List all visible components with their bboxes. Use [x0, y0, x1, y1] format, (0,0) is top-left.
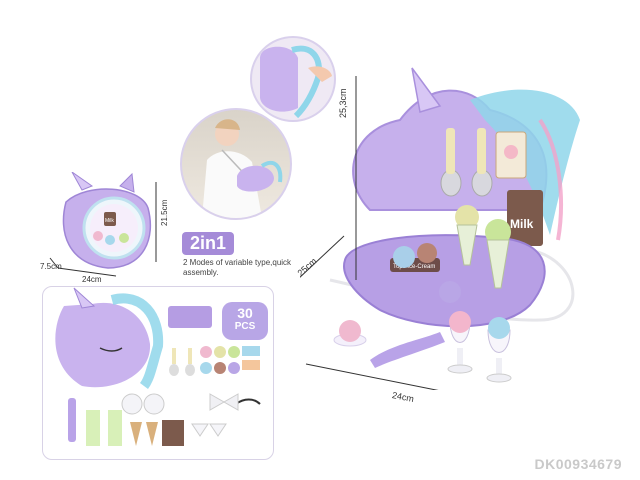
hand-holding-bag-photo: [250, 36, 336, 122]
width-dimension-main: 24cm: [391, 389, 415, 405]
two-in-one-badge: 2in1: [182, 232, 235, 255]
height-dimension-main: 25,3cm: [338, 88, 348, 118]
milk-box-label: Milk: [510, 217, 534, 231]
milk-box-label-small: Milk: [105, 218, 114, 224]
mini-unicorn-bag: [237, 165, 274, 192]
case-base: [343, 234, 546, 328]
closed-unicorn-case: Milk: [49, 172, 157, 277]
unicorn-horn: [411, 67, 442, 113]
width-dimension-small: 24cm: [82, 275, 102, 284]
modes-caption: 2 Modes of variable type,quick assembly.: [183, 258, 292, 277]
comb: [370, 332, 445, 368]
contents-illustration: [55, 287, 261, 446]
pieces-unit: PCS: [234, 321, 256, 332]
product-code: DK00934679: [534, 456, 622, 472]
depth-dimension-small: 7.5cm: [40, 262, 62, 271]
tray-label: Tops Ice-Cream: [393, 264, 435, 270]
pieces-count-badge: 30 PCS: [222, 302, 268, 340]
open-unicorn-case: Milk Tops Ice-Cream: [300, 67, 580, 390]
pieces-count: 30: [237, 305, 253, 321]
height-dimension-small: 21.5cm: [160, 199, 169, 226]
child-wearing-bag-photo: [180, 108, 292, 220]
